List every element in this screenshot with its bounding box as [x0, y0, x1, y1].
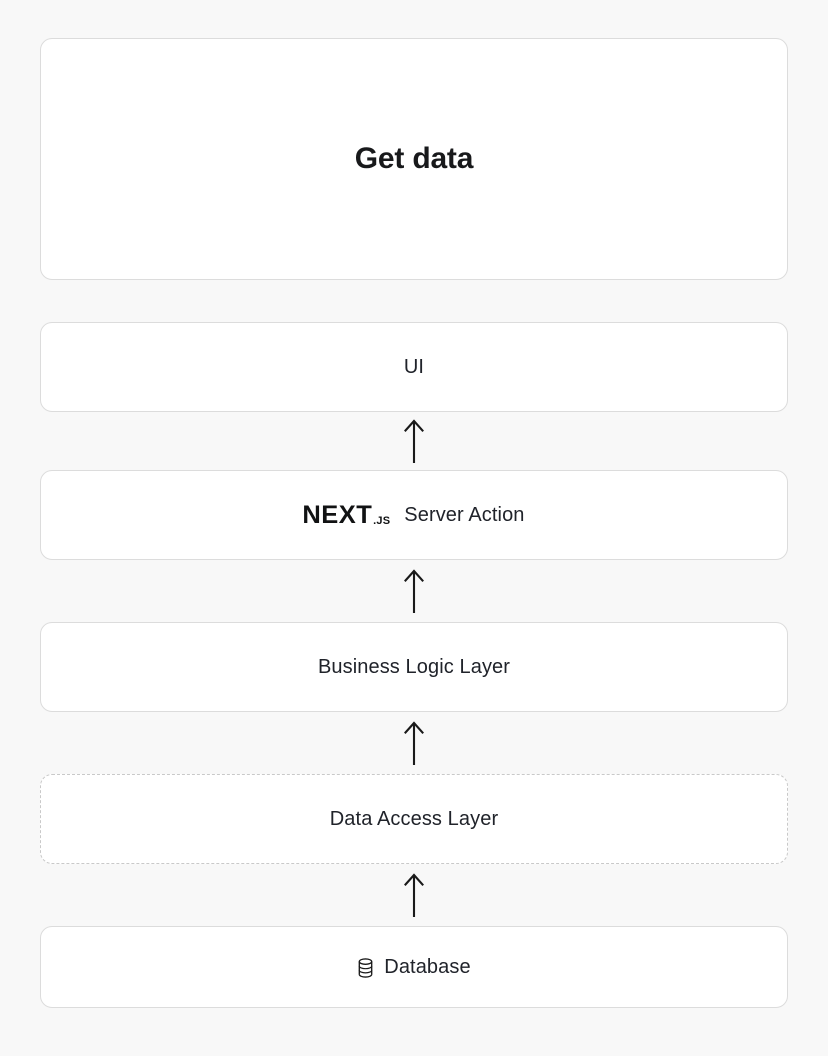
nextjs-logo-suffix: .JS [373, 515, 391, 527]
connector-business-to-data-access [40, 712, 788, 774]
ui-label: UI [403, 356, 425, 378]
node-ui: UI [40, 322, 788, 412]
nextjs-logo: NEXT .JS [303, 500, 390, 530]
arrow-up-icon [404, 569, 424, 613]
server-action-label: Server Action [404, 504, 525, 526]
node-database: Database [40, 926, 788, 1008]
node-get-data: Get data [40, 38, 788, 280]
node-business-logic-layer: Business Logic Layer [40, 622, 788, 712]
node-server-action: NEXT .JS Server Action [40, 470, 788, 560]
arrow-up-icon [404, 419, 424, 463]
connector-ui-to-server-action [40, 412, 788, 470]
database-label: Database [384, 956, 471, 978]
arrow-up-icon [404, 721, 424, 765]
database-content: Database [357, 955, 471, 979]
data-access-layer-label: Data Access Layer [329, 808, 499, 830]
node-data-access-layer: Data Access Layer [40, 774, 788, 864]
database-icon [357, 958, 374, 978]
nextjs-logo-word: NEXT [302, 501, 373, 529]
get-data-label: Get data [354, 142, 474, 175]
server-action-content: NEXT .JS Server Action [303, 500, 525, 530]
business-logic-layer-label: Business Logic Layer [317, 656, 511, 678]
connector-data-access-to-database [40, 864, 788, 926]
spacer-hero [40, 280, 788, 322]
arrow-up-icon [404, 873, 424, 917]
connector-server-action-to-business [40, 560, 788, 622]
